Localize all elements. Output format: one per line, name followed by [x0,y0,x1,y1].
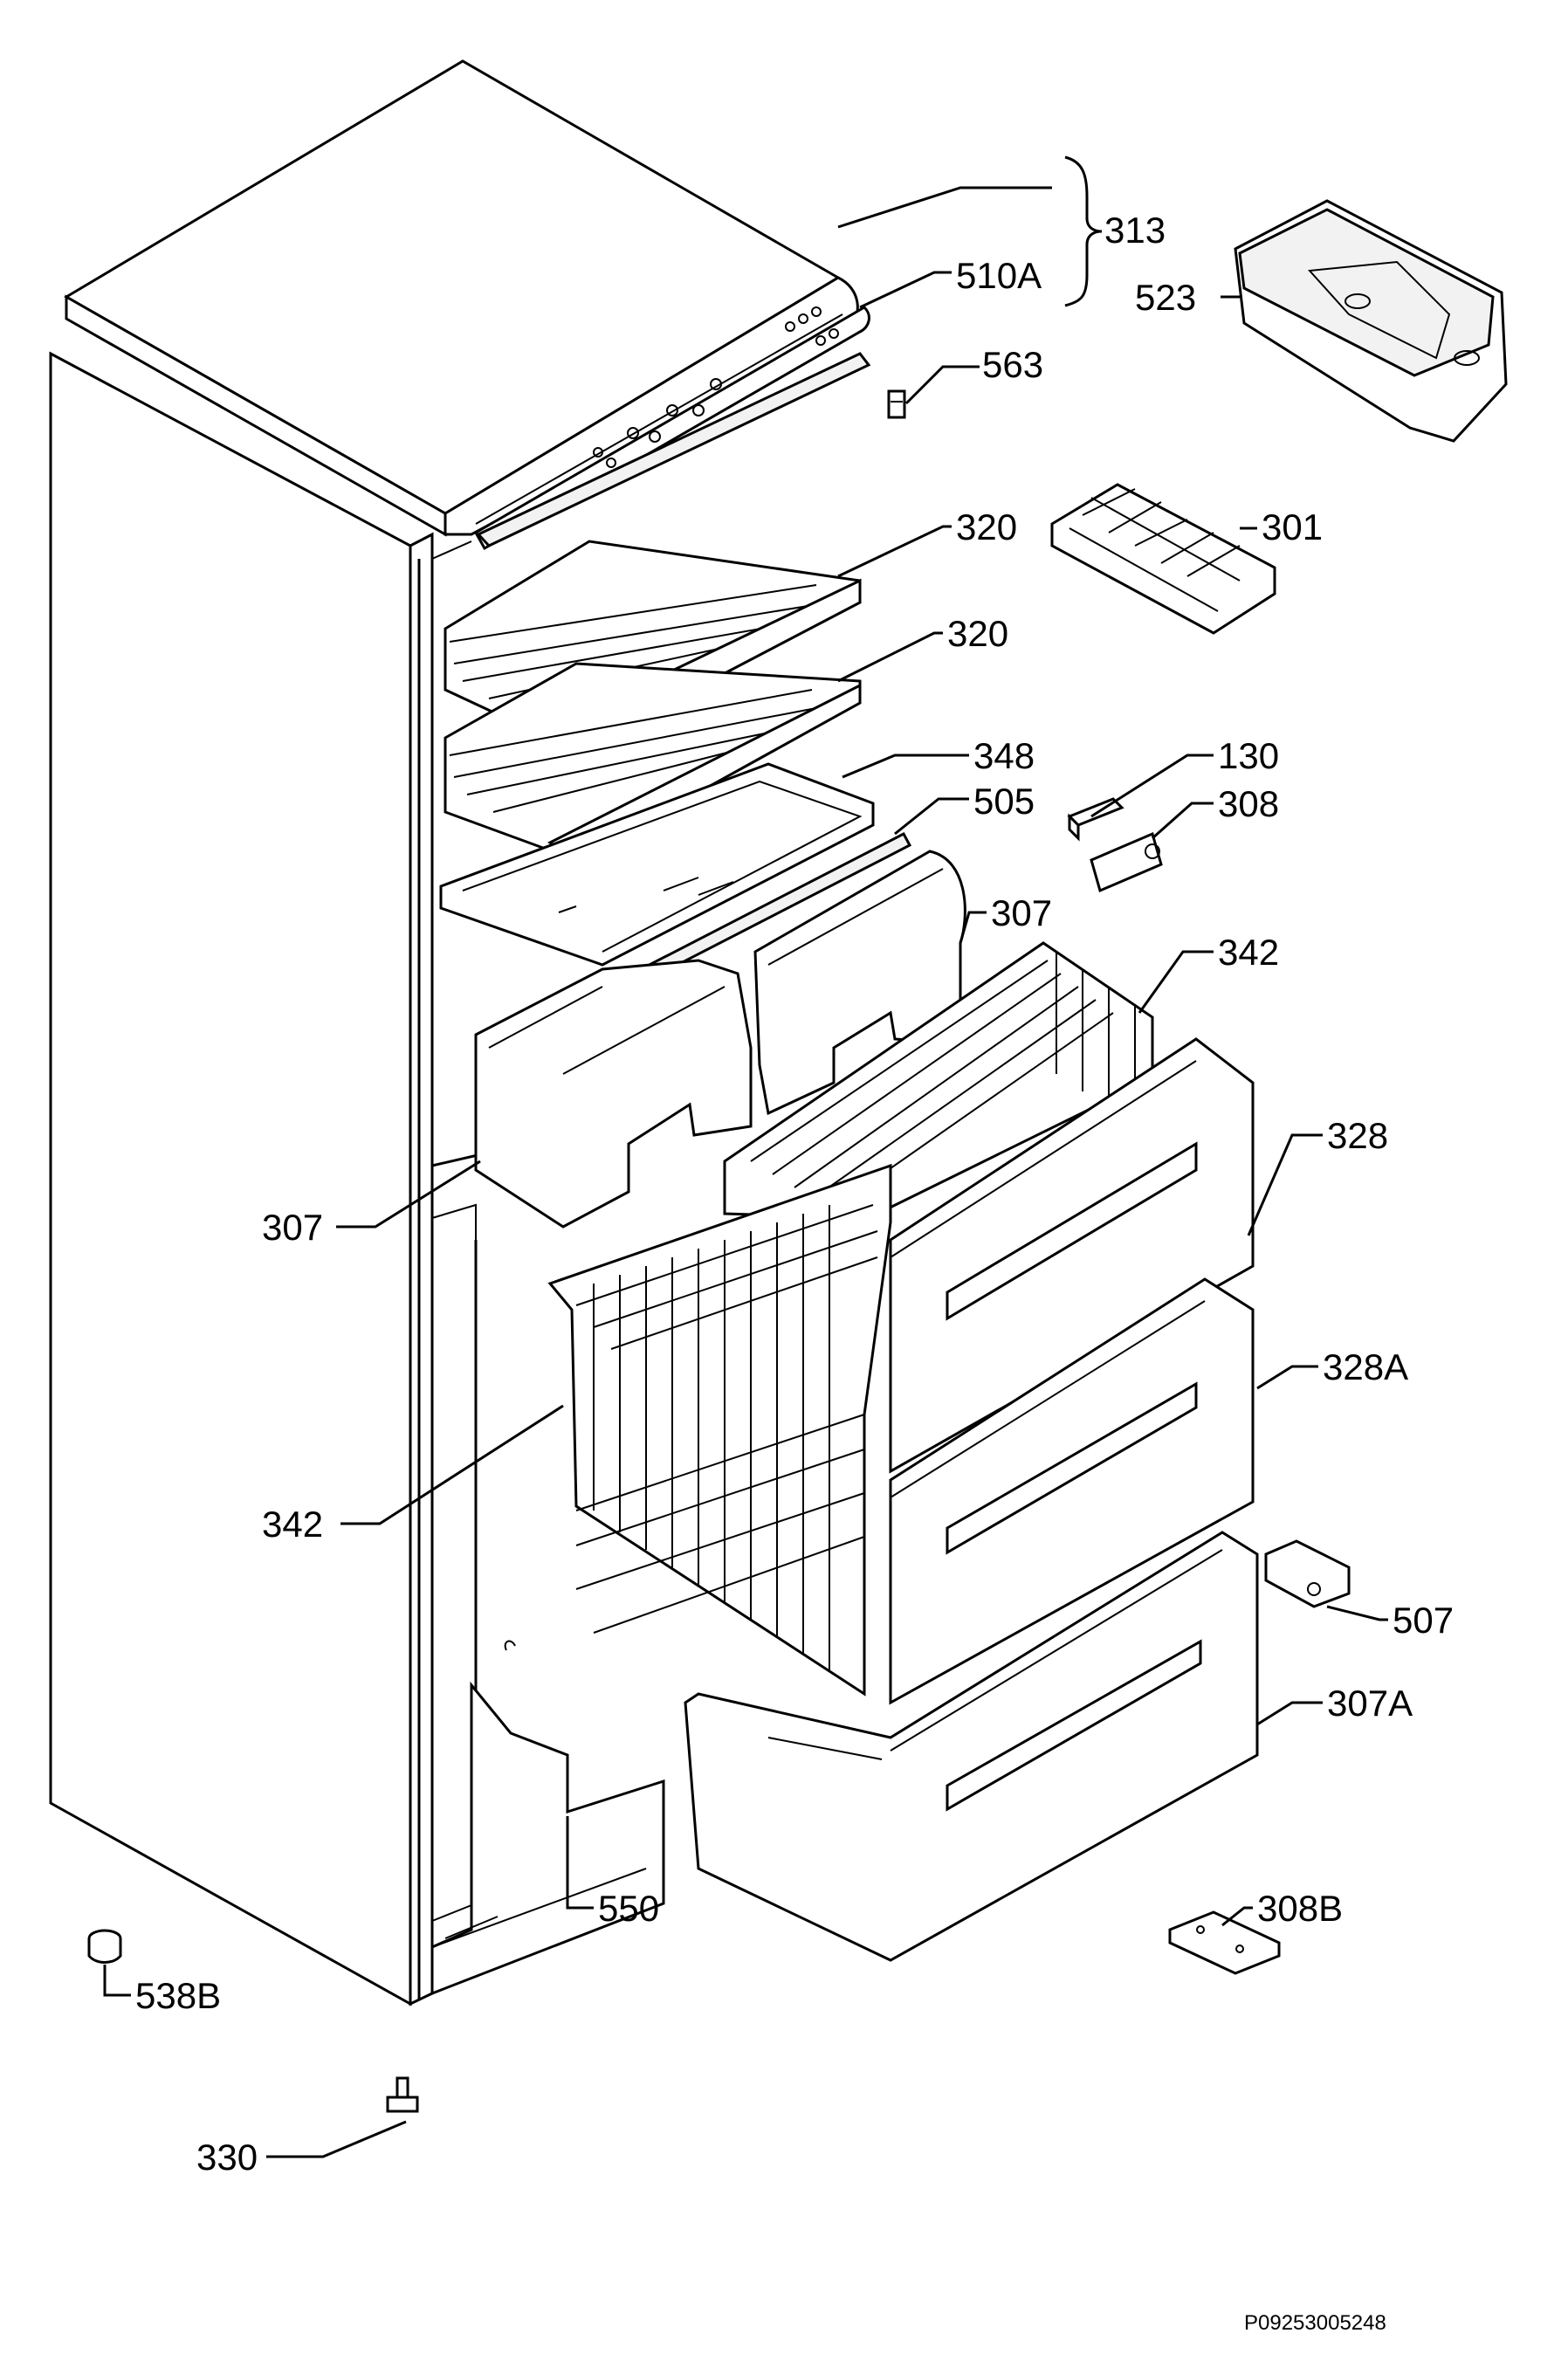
callout-328: 328 [1327,1115,1388,1156]
leader-lines [103,155,1388,2158]
callout-328a: 328A [1323,1346,1408,1387]
callout-510a: 510A [956,255,1042,296]
callout-550: 550 [598,1888,659,1929]
ice-tray [1050,483,1276,635]
hinge-bracket [1090,831,1163,893]
callout-301: 301 [1262,506,1323,547]
basket-lower [547,1163,892,1697]
callout-563: 563 [982,344,1043,385]
callout-307-right: 307 [991,892,1052,933]
callout-342-lower: 342 [262,1504,323,1545]
cabinet-body [49,351,665,2006]
adjustable-foot [87,1929,122,1964]
drawer-front-middle [889,1277,1255,1705]
ice-bin [1234,199,1508,443]
reference-code: P09253005248 [1244,2311,1386,2335]
callout-342-upper: 342 [1218,932,1279,973]
top-cover [64,59,859,537]
basket-upper [723,941,1154,1220]
callout-313: 313 [1104,210,1166,251]
drawer-front-lower [684,1531,1259,1962]
drawer-front-upper [889,1037,1255,1474]
hinge-plate [1168,1910,1281,1975]
callout-320-lower: 320 [947,613,1008,654]
callout-130: 130 [1218,735,1279,776]
callout-523: 523 [1135,277,1196,318]
glass-shelf [439,762,875,967]
seal-strip [476,352,871,547]
flap-upper-left [474,959,753,1229]
callout-507: 507 [1393,1600,1454,1641]
hinge-cover [1264,1539,1351,1608]
callout-538b: 538B [135,1975,221,2016]
callout-308: 308 [1218,783,1279,824]
callout-348: 348 [973,735,1035,776]
callout-308b: 308B [1257,1888,1343,1929]
callout-320-upper: 320 [956,506,1017,547]
clip-part [887,389,906,419]
callout-307-left: 307 [262,1207,323,1248]
callout-505: 505 [973,781,1035,822]
screw-foot [386,2076,419,2113]
control-panel-holes [593,306,822,458]
callout-labels: 313 510A 523 563 320 301 320 348 130 505… [135,210,1454,2178]
flap-upper-right [753,850,966,1116]
callout-307a: 307A [1327,1683,1413,1724]
callout-330: 330 [196,2137,258,2178]
light-cover [1067,797,1124,842]
